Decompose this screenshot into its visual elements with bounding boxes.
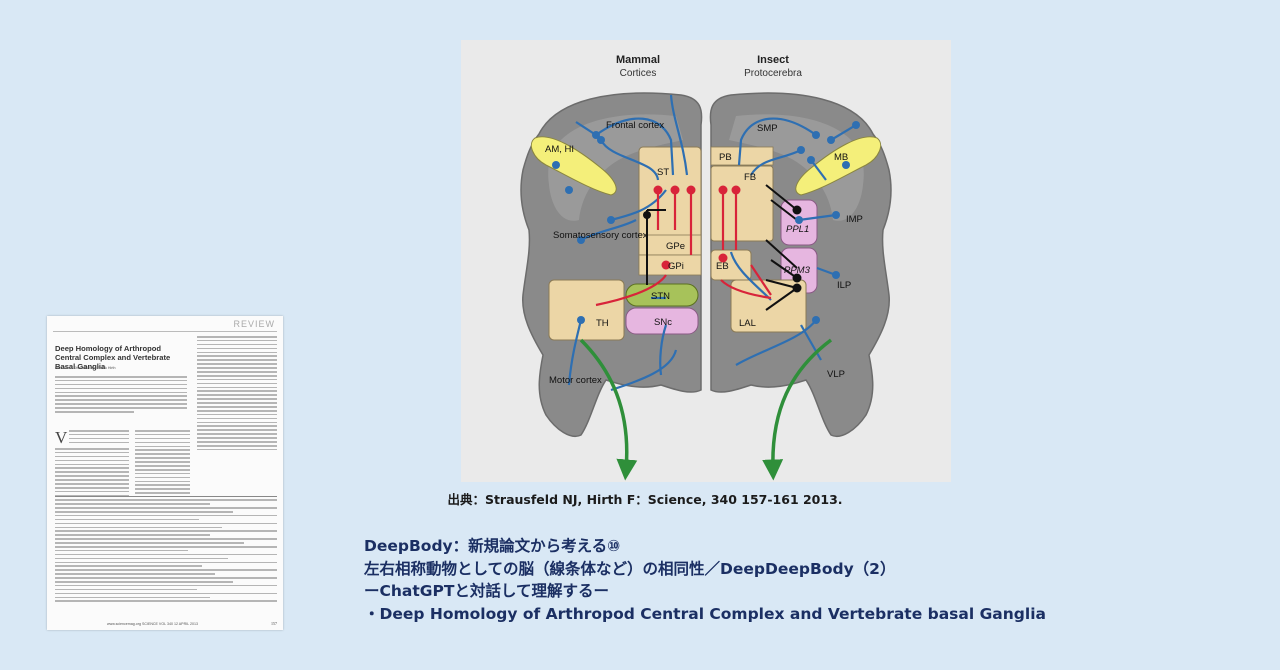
label-ppm3: PPM3 xyxy=(784,265,811,276)
paper-footer: www.sciencemag.org SCIENCE VOL 340 12 AP… xyxy=(107,622,199,626)
label-pb: PB xyxy=(719,152,732,163)
header-insect-subtitle: Protocerebra xyxy=(744,68,802,79)
label-lal: LAL xyxy=(739,318,756,329)
paper-rule xyxy=(53,331,277,332)
paper-thumbnail: REVIEW Deep Homology of Arthropod Centra… xyxy=(47,316,283,630)
title-block: DeepBody：新規論文から考える⑩ 左右相称動物としての脳（線条体など）の相… xyxy=(364,535,1046,625)
mammal-cortex-inner xyxy=(548,114,683,221)
diagram-svg: Mammal Cortices Insect Protocerebra xyxy=(520,54,892,481)
header-mammal-title: Mammal xyxy=(616,54,660,66)
paper-dropcap: V xyxy=(55,428,68,447)
mammal-th-box xyxy=(548,279,625,341)
insect-blue-pathways xyxy=(729,117,857,366)
label-motor-cortex: Motor cortex xyxy=(549,375,602,386)
title-line-2: 左右相称動物としての脳（線条体など）の相同性／DeepDeepBody（2） xyxy=(364,559,896,578)
paper-body-col1 xyxy=(69,430,129,446)
label-somatosensory-cortex: Somatosensory cortex xyxy=(553,230,648,241)
label-ppl1: PPL1 xyxy=(786,224,809,235)
label-th: TH xyxy=(596,318,609,329)
red-pathways xyxy=(595,190,772,307)
mammal-motor-output-arrow xyxy=(579,338,638,481)
red-nodes xyxy=(653,185,741,270)
paper-title: Deep Homology of Arthropod Central Compl… xyxy=(55,344,171,371)
paper-body-col2 xyxy=(135,430,190,496)
source-citation: 出典：Strausfeld NJ, Hirth F：Science, 340 1… xyxy=(447,492,843,507)
paper-section-label: REVIEW xyxy=(233,319,275,329)
label-fb: FB xyxy=(744,172,756,183)
brain-homology-diagram: Mammal Cortices Insect Protocerebra xyxy=(461,40,951,482)
label-frontal-cortex: Frontal cortex xyxy=(606,120,664,131)
insect-motor-output-arrow xyxy=(762,338,833,481)
paper-right-column-lines xyxy=(197,336,277,453)
mammal-snc-box xyxy=(625,307,699,335)
mammal-stn-box xyxy=(625,283,699,307)
label-smp: SMP xyxy=(757,123,778,134)
paper-table-lines xyxy=(55,496,277,604)
label-mb: MB xyxy=(834,152,848,163)
title-line-3: ーChatGPTと対話して理解するー xyxy=(364,582,609,600)
label-eb: EB xyxy=(716,261,729,272)
label-gpi: GPi xyxy=(668,261,684,272)
blue-nodes xyxy=(552,121,860,324)
label-gpe: GPe xyxy=(666,241,685,252)
header-mammal-subtitle: Cortices xyxy=(620,68,657,79)
paper-body-col1b xyxy=(55,448,129,499)
label-imp: IMP xyxy=(846,214,863,225)
label-vlp: VLP xyxy=(827,369,845,380)
title-line-4: ・Deep Homology of Arthropod Central Comp… xyxy=(364,604,1046,623)
insect-pb-box xyxy=(710,146,774,166)
paper-abstract-lines xyxy=(55,376,187,415)
insect-fb-box xyxy=(710,165,774,242)
label-stn: STN xyxy=(651,291,670,302)
label-snc: SNc xyxy=(654,317,672,328)
paper-authors: Nicholas J. Strausfeld and Frank Hirth xyxy=(55,366,116,370)
label-amhi: AM, HI xyxy=(545,144,574,155)
insect-mb-region xyxy=(795,136,881,196)
header-insect-title: Insect xyxy=(757,54,789,66)
black-pathways xyxy=(646,184,798,311)
mammal-amhi-region xyxy=(531,136,617,196)
title-line-1: DeepBody：新規論文から考える⑩ xyxy=(364,537,621,555)
label-st: ST xyxy=(657,167,669,178)
paper-page-number: 157 xyxy=(271,621,277,626)
black-nodes xyxy=(643,205,802,293)
label-ilp: ILP xyxy=(837,280,851,291)
